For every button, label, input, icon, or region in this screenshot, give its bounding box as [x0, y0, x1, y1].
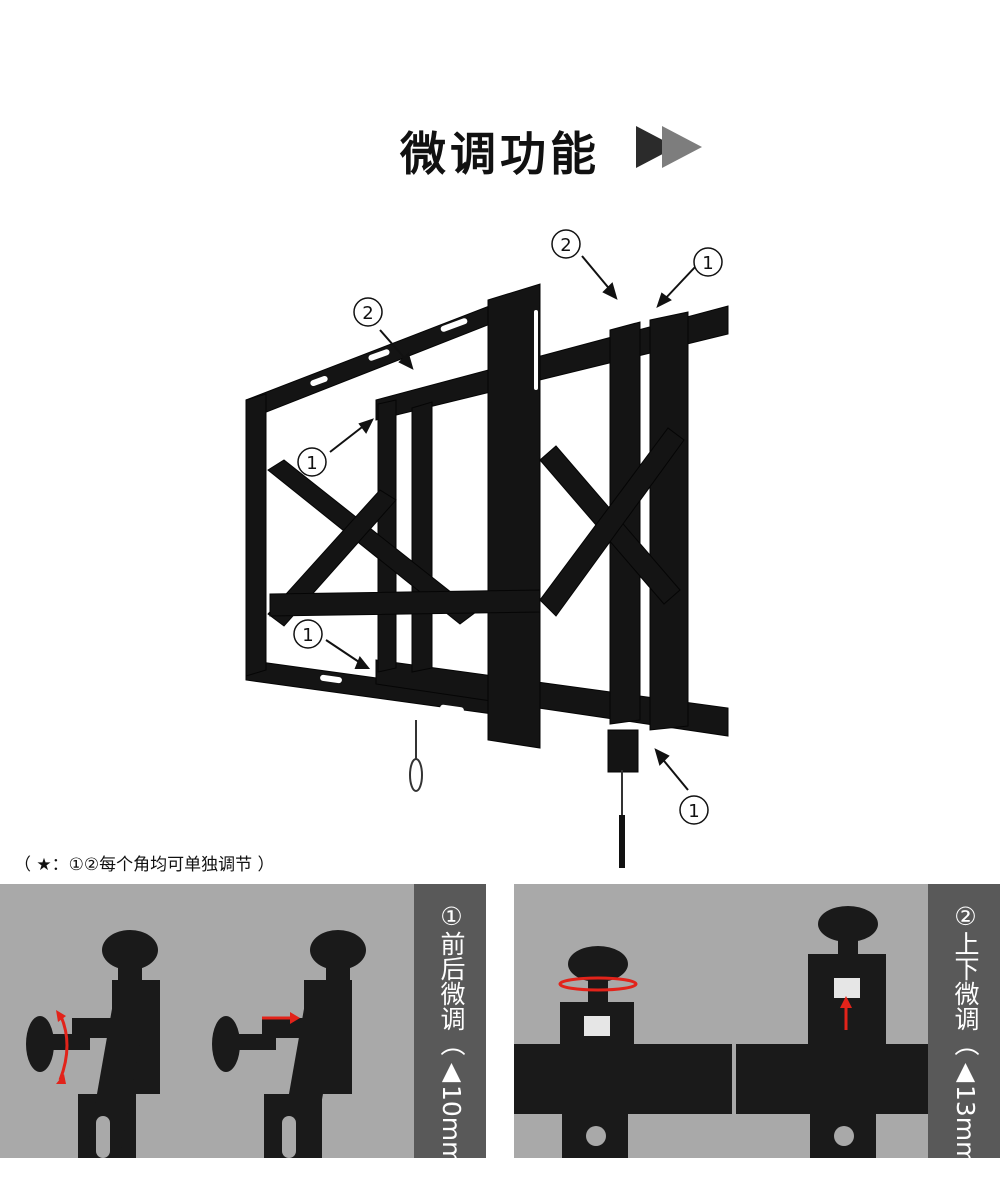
callout-two-left: 2: [362, 303, 373, 324]
caption-up-down: ②上下微调（▲13mm）: [951, 902, 980, 1158]
wall-mount-diagram: 2 1 2 1 1 1: [245, 229, 729, 868]
callout-arrows: [325, 255, 697, 791]
up-down-illustration: [514, 906, 928, 1158]
callout-one-left: 1: [306, 453, 317, 474]
rotation-arrow-icon: [558, 976, 638, 992]
double-play-arrow-icon: [636, 126, 702, 168]
panel-up-down-adjust: ②上下微调（▲13mm）: [514, 884, 1000, 1158]
callout-one-bottom-left: 1: [302, 625, 313, 646]
callout-one-top: 1: [702, 253, 713, 274]
callout-two-top: 2: [560, 235, 571, 256]
caption-box-left: ①前后微调（▲10mm）: [414, 884, 486, 1158]
up-arrow-icon: [840, 996, 852, 1030]
title-bar: 微调功能: [0, 110, 1000, 181]
callout-numbers: 2 1 2 1 1 1: [302, 235, 713, 822]
rotation-arrow-icon: [58, 1013, 69, 1081]
lanyards: [409, 720, 625, 868]
page-title: 微调功能: [400, 127, 600, 181]
mount-frame: [245, 283, 729, 773]
front-back-illustration: [26, 930, 366, 1158]
caption-box-right: ②上下微调（▲13mm）: [928, 884, 1000, 1158]
callout-labels: [293, 229, 723, 825]
callout-one-bottom-right: 1: [688, 801, 699, 822]
adjustment-note: （ ★：①②每个角均可单独调节 ）: [14, 855, 275, 875]
mount-holes: [310, 310, 538, 714]
caption-front-back: ①前后微调（▲10mm）: [437, 902, 466, 1158]
panel-front-back-adjust: ①前后微调（▲10mm）: [0, 884, 486, 1158]
push-arrow-icon: [262, 1012, 300, 1024]
